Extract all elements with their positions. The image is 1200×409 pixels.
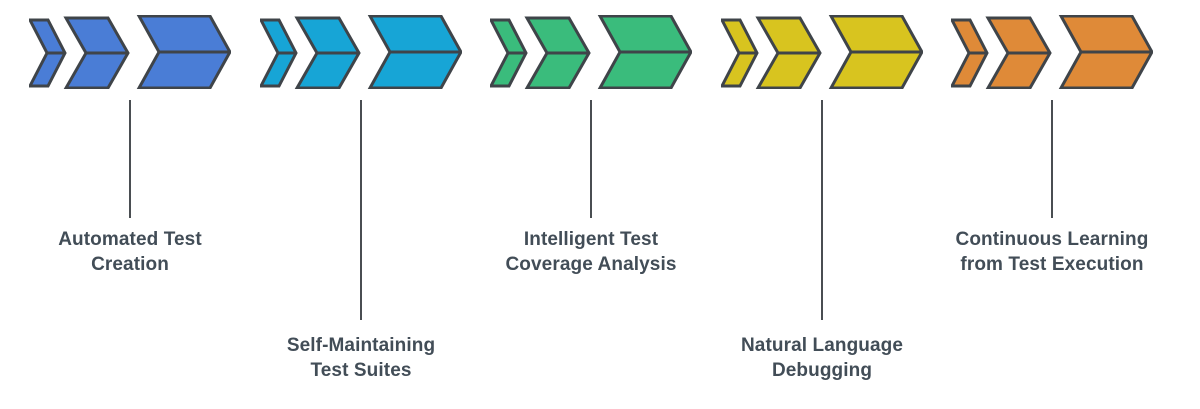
stage-label-line2: Creation: [91, 254, 169, 275]
connector-line: [821, 100, 823, 320]
stage-continuous-learning-from-test-execution: Continuous Learning from Test Execution: [951, 0, 1153, 409]
triple-chevron-icon: [490, 15, 692, 89]
connector-line: [360, 100, 362, 320]
stage-label-line1: Automated Test: [58, 229, 202, 250]
stage-label-line2: Test Suites: [310, 360, 412, 381]
triple-chevron-icon: [260, 15, 462, 89]
stage-label: Self-Maintaining Test Suites: [231, 333, 491, 383]
stage-label-line2: Debugging: [771, 360, 873, 381]
stage-intelligent-test-coverage-analysis: Intelligent Test Coverage Analysis: [490, 0, 692, 409]
stage-label-line1: Natural Language: [740, 335, 904, 356]
stage-label: Continuous Learning from Test Execution: [922, 227, 1182, 277]
stage-automated-test-creation: Automated Test Creation: [29, 0, 231, 409]
triple-chevron-icon: [29, 15, 231, 89]
stage-label: Intelligent Test Coverage Analysis: [461, 227, 721, 277]
triple-chevron-icon: [951, 15, 1153, 89]
stage-self-maintaining-test-suites: Self-Maintaining Test Suites: [260, 0, 462, 409]
stage-label: Automated Test Creation: [0, 227, 260, 277]
connector-line: [1051, 100, 1053, 218]
triple-chevron-icon: [721, 15, 923, 89]
stage-label: Natural Language Debugging: [692, 333, 952, 383]
connector-line: [129, 100, 131, 218]
stage-label-line2: from Test Execution: [960, 254, 1144, 275]
stage-label-line1: Self-Maintaining: [286, 335, 436, 356]
stage-label-line2: Coverage Analysis: [505, 254, 677, 275]
connector-line: [590, 100, 592, 218]
stage-natural-language-debugging: Natural Language Debugging: [721, 0, 923, 409]
stage-label-line1: Continuous Learning: [955, 229, 1149, 250]
stage-label-line1: Intelligent Test: [523, 229, 659, 250]
